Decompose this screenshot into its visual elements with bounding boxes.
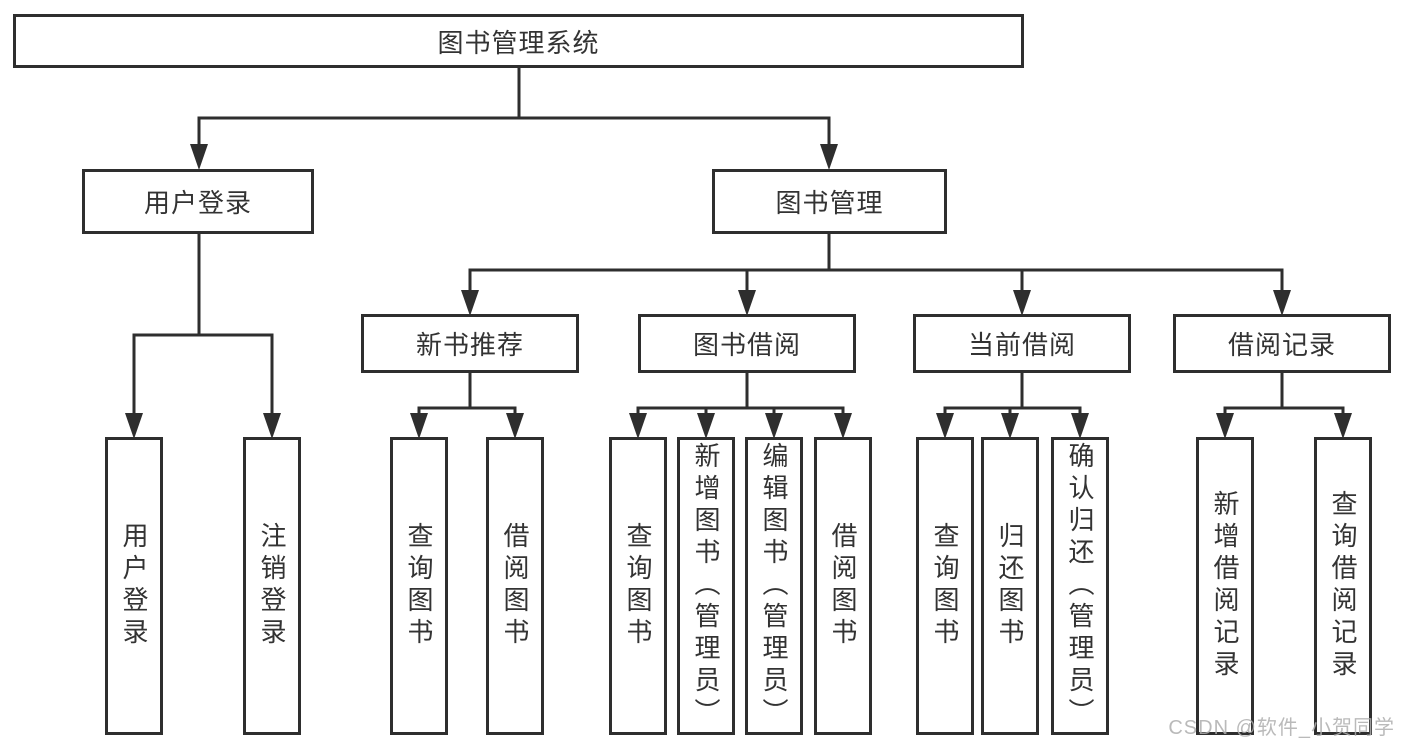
leaf-edit-books-admin: 编辑图书（管理员） <box>745 437 803 735</box>
leaf-confirm-return-admin: 确认归还（管理员） <box>1051 437 1109 735</box>
leaf-query-books: 查询图书 <box>390 437 448 735</box>
leaf-query-borrow-record: 查询借阅记录 <box>1314 437 1372 735</box>
node-user-login: 用户登录 <box>82 169 314 234</box>
leaf-borrow-books: 借阅图书 <box>486 437 544 735</box>
leaf-user-login: 用户登录 <box>105 437 163 735</box>
leaf-add-books-admin: 新增图书（管理员） <box>677 437 735 735</box>
leaf-return-books: 归还图书 <box>981 437 1039 735</box>
node-book-borrowing: 图书借阅 <box>638 314 856 373</box>
node-current-borrowing: 当前借阅 <box>913 314 1131 373</box>
leaf-query-books-3: 查询图书 <box>916 437 974 735</box>
node-new-book-recommend: 新书推荐 <box>361 314 579 373</box>
node-library-system: 图书管理系统 <box>13 14 1024 68</box>
watermark: CSDN @软件_小贺同学 <box>1168 717 1395 739</box>
leaf-logout: 注销登录 <box>243 437 301 735</box>
node-borrowing-records: 借阅记录 <box>1173 314 1391 373</box>
leaf-add-borrow-record: 新增借阅记录 <box>1196 437 1254 735</box>
node-book-management: 图书管理 <box>712 169 947 234</box>
leaf-borrow-books-2: 借阅图书 <box>814 437 872 735</box>
leaf-query-books-2: 查询图书 <box>609 437 667 735</box>
